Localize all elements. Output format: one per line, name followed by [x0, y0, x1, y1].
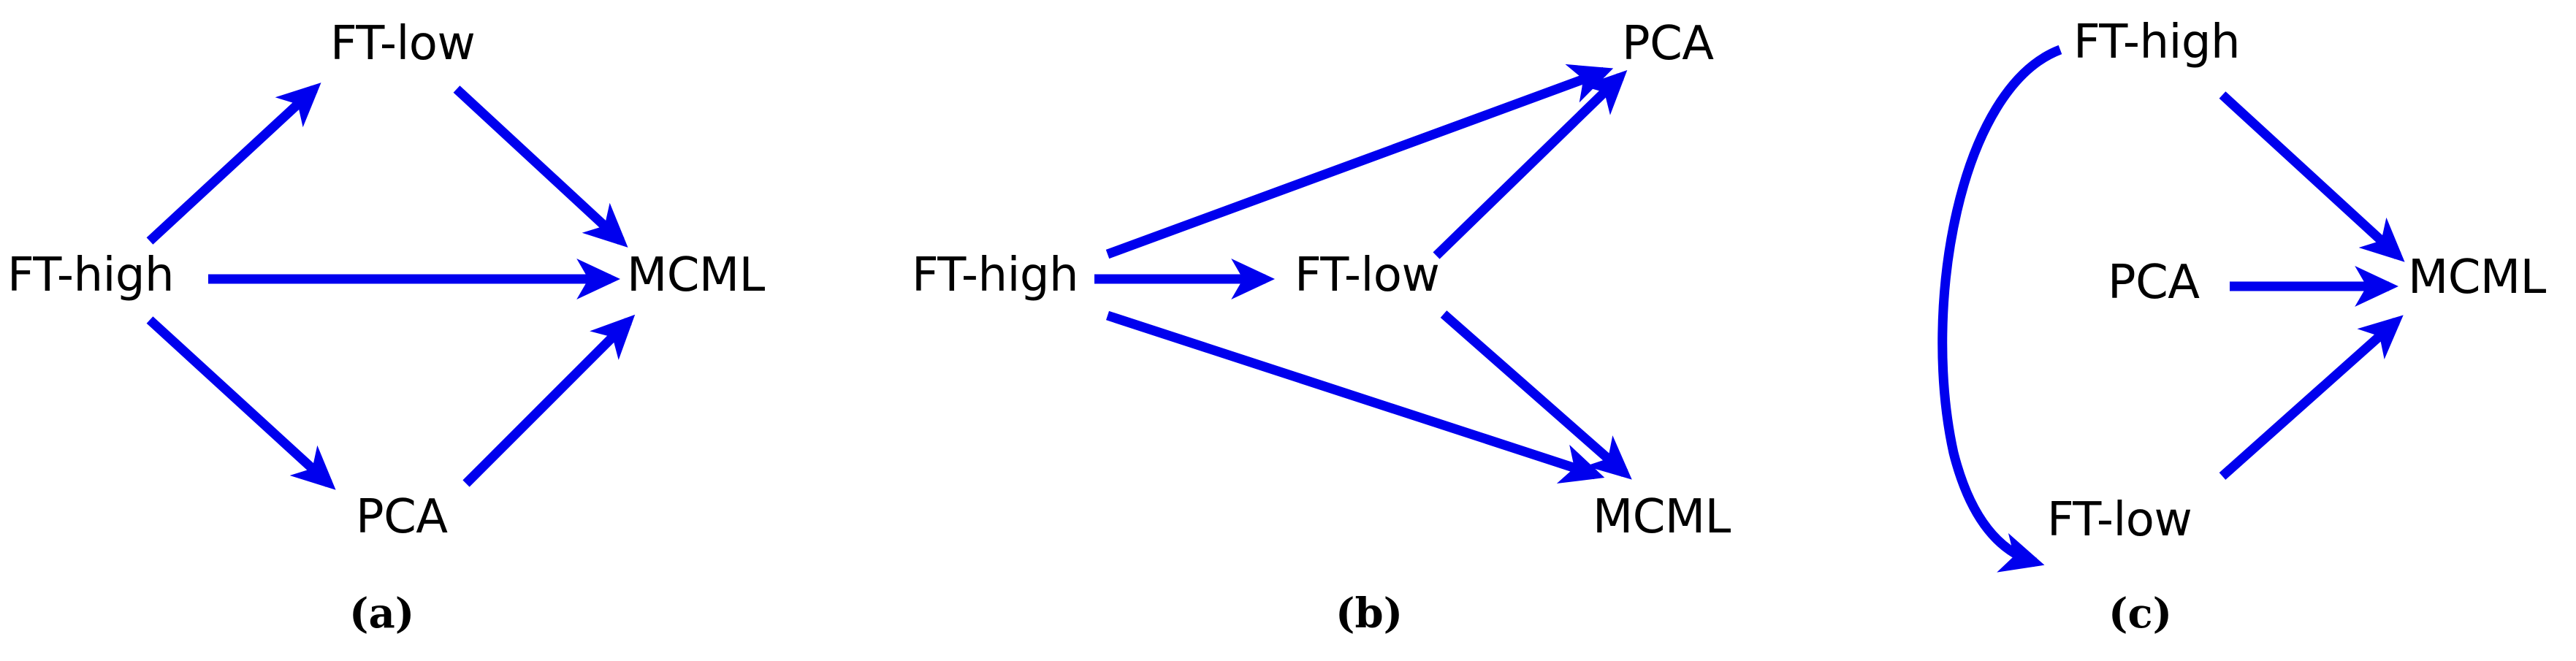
node-label-ft-low: FT-low — [330, 17, 476, 71]
panel-a: FT-high FT-low MCML PCA (a) — [0, 0, 859, 661]
panel-caption-b: (b) — [1335, 589, 1403, 638]
node-label-ft-low: FT-low — [1295, 248, 1440, 302]
edge-ft-high-to-ft-low — [146, 83, 321, 245]
node-label-mcml: MCML — [1593, 490, 1731, 544]
panel-b: FT-high FT-low PCA MCML (b) — [859, 0, 1731, 661]
node-label-ft-low: FT-low — [2047, 493, 2192, 547]
edge-ft-low-to-pca — [1433, 69, 1628, 259]
node-label-pca: PCA — [2108, 256, 2200, 310]
edge-ft-high-to-ft-low-curved — [1937, 45, 2062, 573]
edge-pca-to-mcml — [462, 314, 636, 487]
panel-caption-c: (c) — [2108, 589, 2173, 638]
edge-ft-high-to-mcml — [1105, 310, 1605, 484]
edge-ft-high-to-mcml — [2219, 91, 2405, 262]
panel-c-arrow-canvas — [1937, 45, 2405, 573]
panel-a-arrow-canvas — [146, 83, 636, 490]
edge-ft-high-to-pca — [146, 316, 336, 490]
node-label-pca: PCA — [1622, 17, 1714, 71]
edge-ft-low-to-mcml — [2219, 315, 2404, 480]
panel-c: FT-high PCA MCML FT-low (c) — [1718, 0, 2576, 661]
node-label-mcml: MCML — [2408, 251, 2546, 305]
node-label-ft-high: FT-high — [912, 248, 1079, 302]
panel-caption-a: (a) — [349, 589, 415, 638]
panel-b-arrow-canvas — [1094, 64, 1632, 484]
node-label-ft-high: FT-high — [2073, 15, 2241, 69]
node-label-ft-high: FT-high — [7, 248, 175, 302]
edge-ft-high-to-pca — [1105, 64, 1614, 259]
node-label-pca: PCA — [356, 490, 448, 544]
edge-ft-low-to-mcml — [1440, 310, 1632, 480]
edge-ft-low-to-mcml — [453, 85, 628, 248]
node-label-mcml: MCML — [627, 248, 765, 302]
